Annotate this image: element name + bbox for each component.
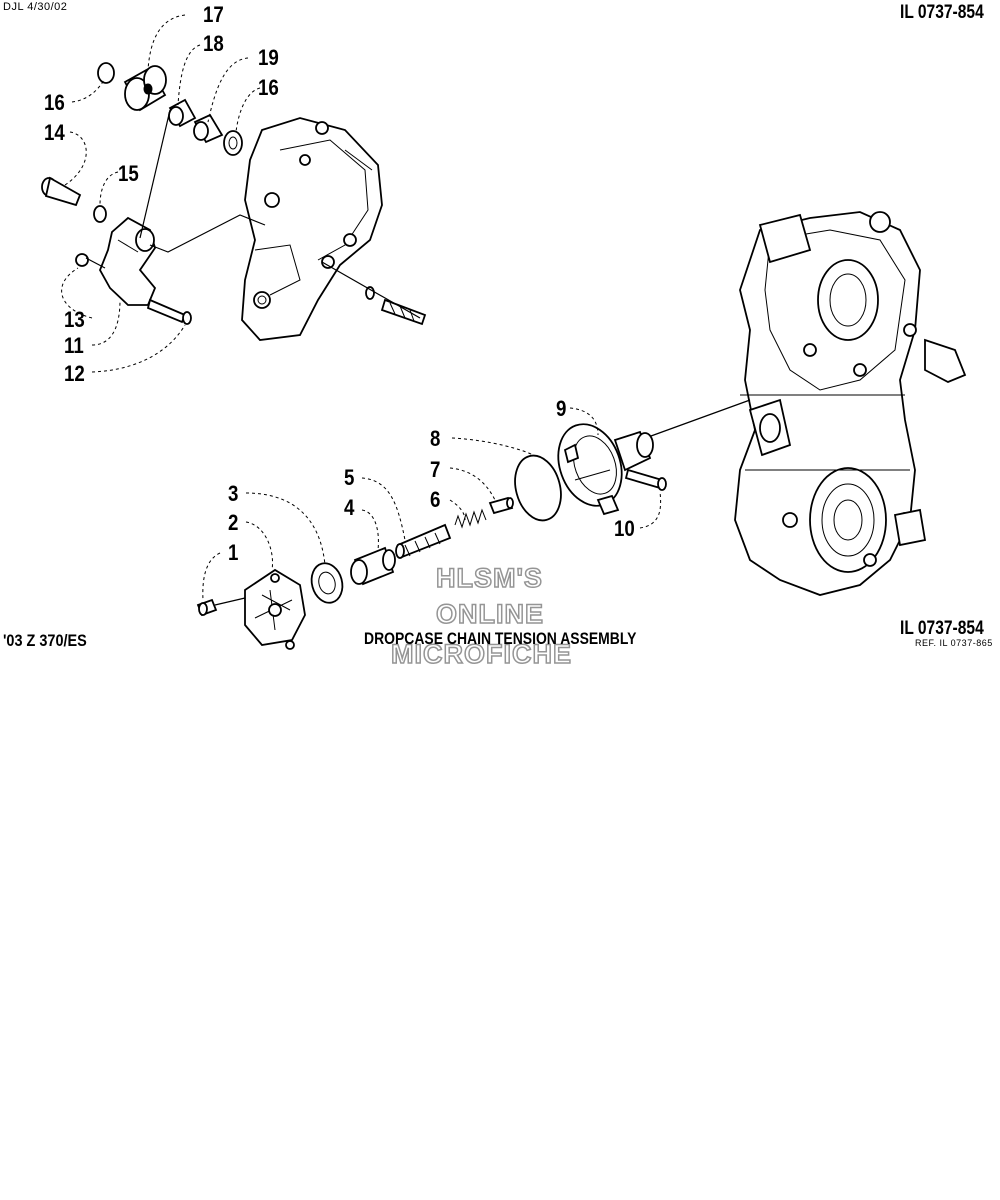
- reference-number: REF. IL 0737-865: [915, 638, 993, 648]
- tensioner-housing-9: [557, 423, 654, 516]
- callout-16-right: 16: [258, 75, 279, 100]
- callout-1: 1: [228, 540, 239, 565]
- bushing-18: [168, 98, 197, 128]
- upper-housing-bolt: [365, 286, 427, 326]
- callout-5: 5: [344, 465, 355, 490]
- callout-14: 14: [44, 120, 65, 145]
- watermark-line-2: ONLINE: [435, 599, 545, 629]
- drafter-date-code: DJL 4/30/02: [3, 1, 68, 13]
- upper-dropcase-housing: [241, 117, 383, 341]
- nut-13: [75, 253, 89, 267]
- callout-18: 18: [203, 31, 224, 56]
- sleeve-4: [350, 546, 396, 586]
- spacer-17: [123, 65, 167, 112]
- tensioner-arm-11: [99, 216, 157, 306]
- callout-13: 13: [64, 307, 85, 332]
- spring-6: [454, 508, 487, 529]
- bushing-19: [193, 113, 224, 144]
- callout-15: 15: [118, 161, 139, 186]
- watermark-line-3: MICROFICHE: [390, 639, 572, 669]
- right-dropcase-housing: [734, 211, 967, 596]
- callout-19: 19: [258, 45, 279, 70]
- callout-10: 10: [614, 516, 635, 541]
- callout-9: 9: [556, 396, 567, 421]
- bolt-10: [624, 468, 667, 491]
- o-ring-8: [514, 454, 562, 522]
- bolt-12: [146, 298, 192, 325]
- callout-3: 3: [228, 481, 239, 506]
- illustration-number-top: IL 0737-854: [900, 2, 984, 23]
- washer-16-bottom: [223, 130, 243, 156]
- callout-17: 17: [203, 2, 224, 27]
- callout-7: 7: [430, 457, 441, 482]
- assembly-title: DROPCASE CHAIN TENSION ASSEMBLY: [364, 629, 637, 648]
- callout-8: 8: [430, 426, 441, 451]
- callout-12: 12: [64, 361, 85, 386]
- illustration-number-bottom: IL 0737-854: [900, 618, 984, 639]
- leader-lines: [61, 14, 662, 601]
- screw-1: [196, 598, 218, 617]
- watermark-line-1: HLSM'S: [435, 563, 543, 593]
- callout-4: 4: [344, 495, 355, 520]
- bolt-14: [41, 176, 82, 207]
- pin-7: [488, 496, 514, 515]
- callout-16-left: 16: [44, 90, 65, 115]
- model-label: '03 Z 370/ES: [3, 631, 87, 650]
- washer-15: [93, 205, 107, 223]
- callout-2: 2: [228, 510, 239, 535]
- plunger-5: [395, 523, 452, 559]
- callout-6: 6: [430, 487, 441, 512]
- bearing-3: [310, 562, 344, 604]
- cover-2: [244, 568, 306, 650]
- callout-11: 11: [64, 333, 84, 358]
- washer-16-top: [97, 62, 115, 84]
